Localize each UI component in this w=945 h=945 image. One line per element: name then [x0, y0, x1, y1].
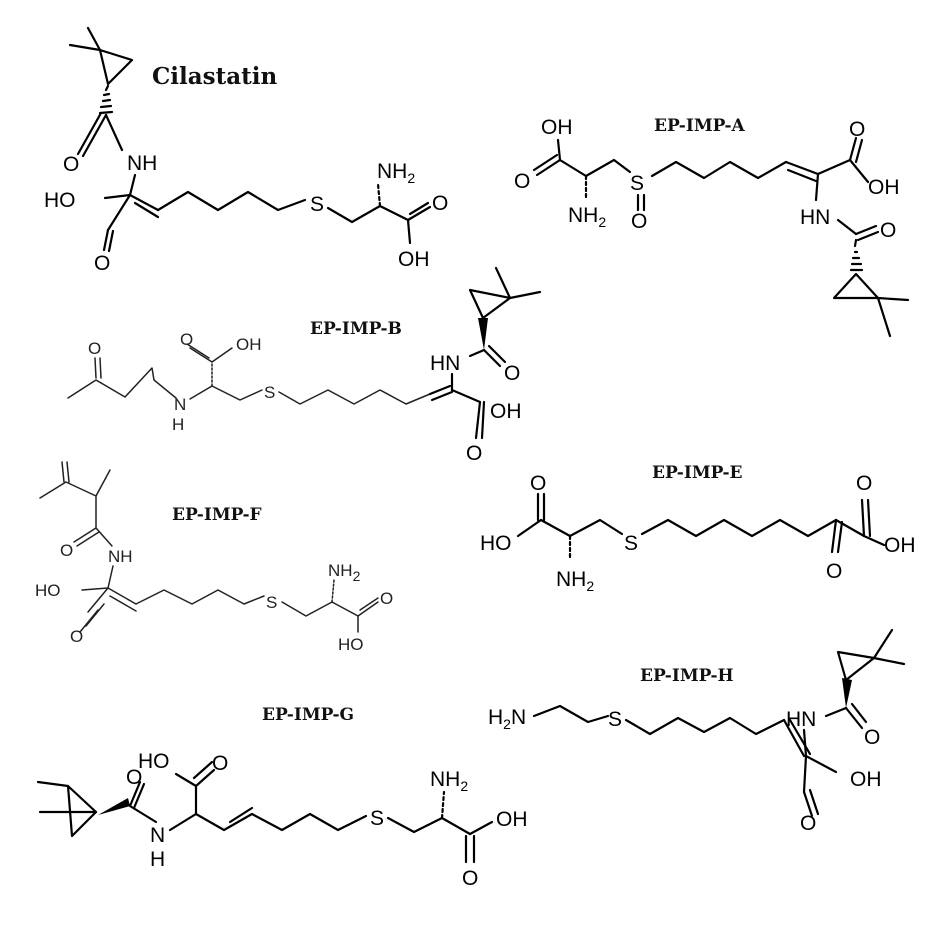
atom-ho: HO	[138, 750, 170, 773]
atom-oh: OH	[541, 116, 573, 139]
atom-o: O	[514, 170, 530, 193]
atom-nh2: NH2	[556, 568, 594, 594]
atom-s: S	[264, 383, 275, 402]
ep-imp-g-title: EP-IMP-G	[262, 705, 354, 725]
ep-imp-e-structure: EP-IMP-E O HO NH2 S O O OH	[480, 463, 916, 594]
atom-oh: OH	[850, 768, 882, 791]
atom-o: O	[180, 330, 193, 349]
atom-s: S	[266, 593, 277, 612]
atom-nh: NH	[108, 547, 133, 566]
atom-ho: HO	[338, 635, 364, 654]
atom-s: S	[608, 708, 622, 731]
ep-imp-h-structure: EP-IMP-H H2N S HN O OH O	[488, 628, 906, 835]
atom-o: O	[504, 362, 520, 385]
atom-nh: NH	[127, 152, 157, 175]
atom-nh2: NH2	[430, 768, 468, 794]
atom-o: O	[466, 442, 482, 465]
atom-o: O	[94, 252, 110, 275]
atom-o: O	[432, 192, 448, 215]
atom-nh2: NH2	[568, 204, 606, 230]
atom-s: S	[370, 807, 384, 830]
atom-o: O	[88, 339, 101, 358]
atom-s: S	[310, 193, 324, 216]
atom-s: S	[624, 532, 638, 555]
atom-o: O	[126, 766, 142, 789]
atom-n: N	[174, 395, 186, 414]
atom-oh: OH	[398, 248, 430, 271]
atom-o: O	[826, 560, 842, 583]
atom-hn: HN	[430, 352, 460, 375]
atom-s: S	[630, 172, 644, 195]
atom-oh: OH	[884, 534, 916, 557]
atom-o: O	[60, 541, 73, 560]
atom-o: O	[849, 118, 865, 141]
atom-hn: HN	[800, 206, 830, 229]
atom-o: O	[212, 752, 228, 775]
ep-imp-e-title: EP-IMP-E	[652, 463, 743, 483]
atom-o: O	[63, 153, 79, 176]
atom-o: O	[880, 219, 896, 242]
atom-o: O	[864, 726, 880, 749]
atom-hn: HN	[786, 708, 816, 731]
atom-ho: HO	[35, 581, 61, 600]
cilastatin-title: Cilastatin	[152, 63, 278, 90]
ep-imp-h-title: EP-IMP-H	[640, 666, 734, 686]
atom-o: O	[800, 812, 816, 835]
atom-oh: OH	[496, 808, 528, 831]
atom-o: O	[631, 210, 647, 233]
atom-nh2: NH2	[377, 160, 415, 186]
atom-ho: HO	[44, 189, 76, 212]
cilastatin-structure: Cilastatin O NH HO O S NH2 O OH	[44, 26, 448, 275]
atom-nh2: NH2	[328, 561, 361, 584]
atom-oh: OH	[868, 176, 900, 199]
atom-h: H	[150, 848, 165, 871]
atom-o: O	[530, 472, 546, 495]
atom-h2n: H2N	[488, 706, 526, 732]
ep-imp-f-title: EP-IMP-F	[172, 505, 262, 525]
ep-imp-a-title: EP-IMP-A	[654, 116, 746, 136]
atom-h: H	[172, 415, 184, 434]
atom-oh: OH	[236, 335, 262, 354]
atom-o: O	[380, 589, 393, 608]
ep-imp-f-structure: EP-IMP-F O NH HO O S NH2 O HO	[35, 461, 393, 654]
atom-o: O	[70, 627, 83, 646]
atom-oh: OH	[490, 400, 522, 423]
ep-imp-g-structure: EP-IMP-G O N H HO O S NH2 OH O	[36, 705, 528, 890]
ep-imp-b-title: EP-IMP-B	[310, 319, 402, 339]
ep-imp-b-structure: EP-IMP-B O N H O OH S OH O HN O	[67, 266, 542, 465]
ep-imp-a-structure: EP-IMP-A OH O NH2 S O O OH HN O	[514, 116, 910, 338]
atom-o: O	[462, 867, 478, 890]
atom-ho: HO	[480, 532, 512, 555]
atom-n: N	[150, 824, 165, 847]
atom-o: O	[856, 472, 872, 495]
